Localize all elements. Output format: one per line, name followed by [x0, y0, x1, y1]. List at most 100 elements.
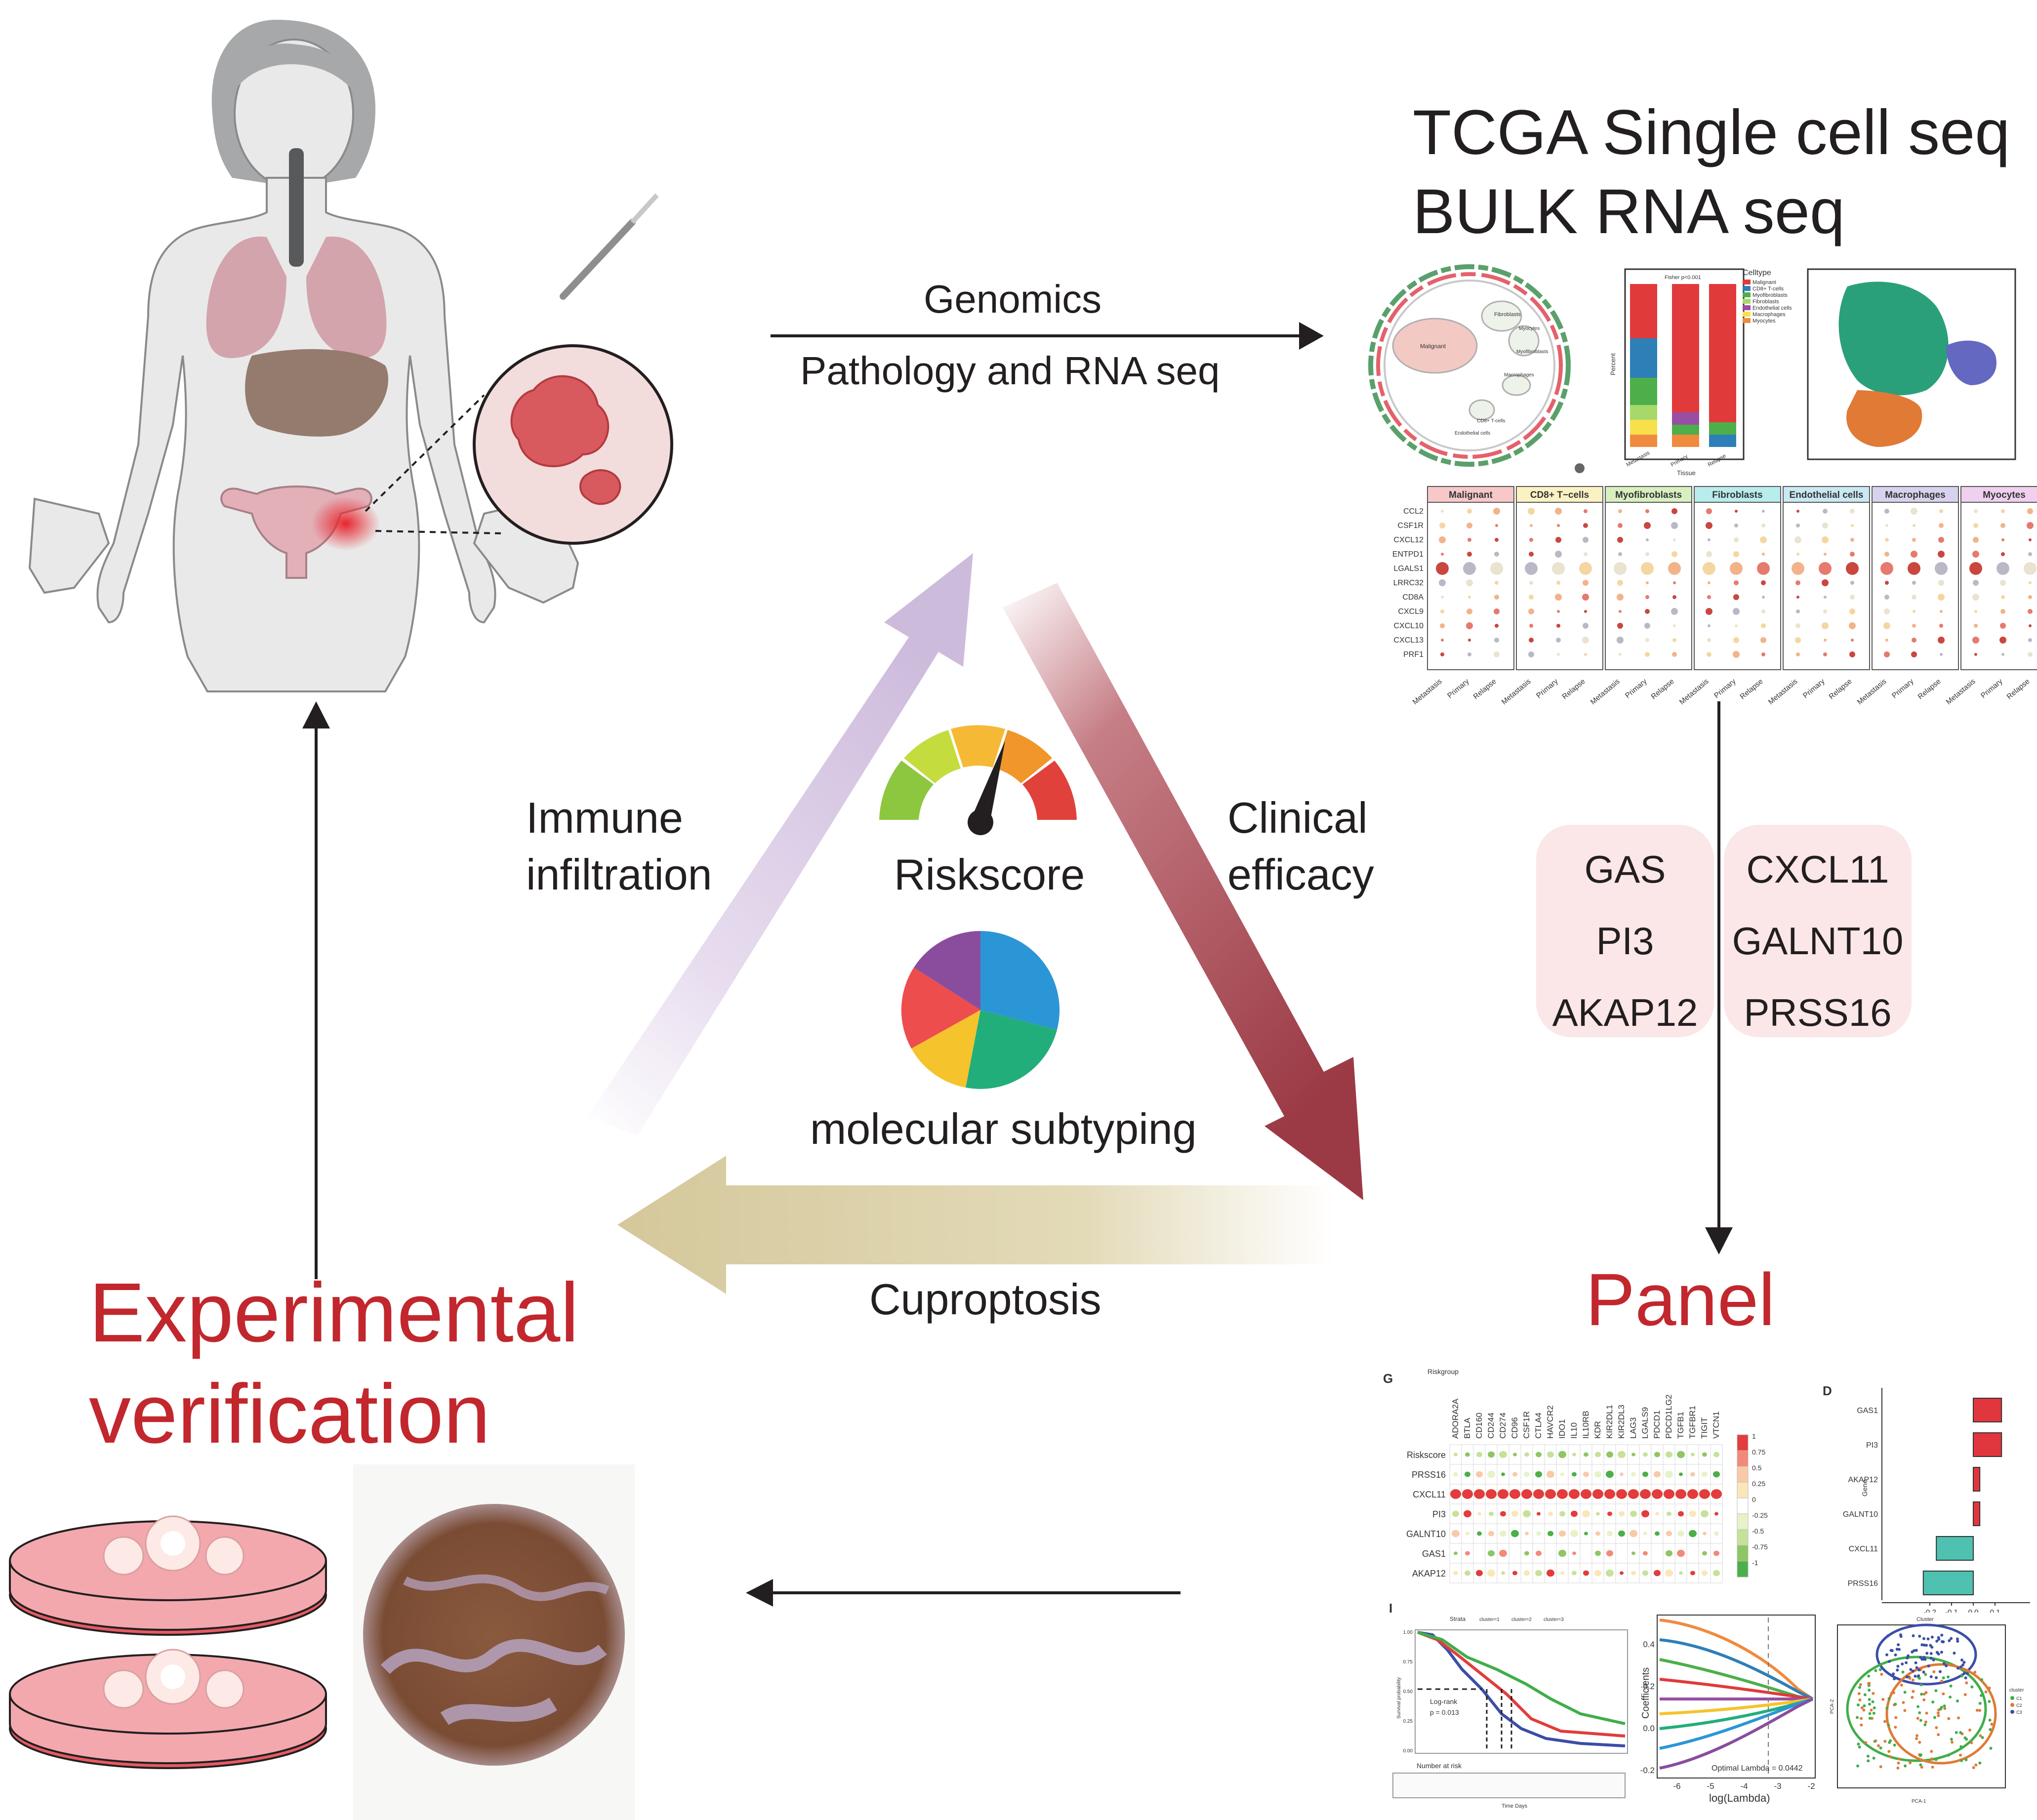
corr-scale-label: 0.5: [1752, 1464, 1762, 1472]
dotplot-dot: [1672, 652, 1677, 657]
dotplot-dot: [1495, 624, 1499, 628]
lasso-ytick: 0.0: [1643, 1724, 1655, 1733]
corr-dot: [1488, 1451, 1495, 1458]
coef-bar: [1922, 1571, 1974, 1595]
dotplot-dot: [1733, 651, 1740, 658]
dotplot-condition-label: Metastasis: [1856, 677, 1888, 706]
pca-point: [1892, 1691, 1895, 1695]
dotplot-dot: [1760, 637, 1766, 643]
km-ytick: 0.00: [1403, 1748, 1413, 1754]
dotplot-dot: [1974, 653, 1977, 656]
gene-label: PRSS16: [1744, 991, 1892, 1034]
corr-dot: [1677, 1451, 1685, 1458]
dotplot-dot: [1708, 624, 1711, 627]
dotplot-dot: [1495, 538, 1499, 542]
dotplot-dot: [1796, 510, 1799, 513]
dotplot-dot: [1644, 522, 1651, 529]
corr-dot: [1584, 1551, 1589, 1556]
pca-point: [1905, 1675, 1909, 1679]
corr-column-label: ADORA2A: [1451, 1398, 1460, 1439]
corr-dot: [1699, 1489, 1710, 1499]
coef-gene-label: PRSS16: [1848, 1579, 1878, 1588]
pca-point: [1914, 1674, 1917, 1678]
pca-point: [1956, 1640, 1959, 1643]
pca-title: Cluster: [1916, 1617, 1934, 1622]
corr-dot: [1691, 1453, 1695, 1456]
corr-dot: [1652, 1489, 1663, 1499]
dotplot-dot: [1552, 562, 1565, 575]
pca-point: [1868, 1698, 1871, 1701]
dotplot-dot: [1436, 562, 1449, 575]
corr-dot: [1702, 1570, 1708, 1576]
dotplot-dot: [1617, 580, 1623, 586]
coef-bar: [1973, 1467, 1981, 1492]
dotplot-dot: [1441, 596, 1444, 599]
immune-infiltration-arrow: [588, 553, 973, 1136]
dotplot-condition-label: Primary: [1446, 677, 1471, 700]
dotplot-dot: [1824, 553, 1827, 556]
dotplot-dot: [1490, 562, 1503, 575]
pca-point: [1911, 1678, 1915, 1682]
corr-dot: [1488, 1550, 1495, 1557]
pca-point: [1903, 1709, 1907, 1712]
pca-point: [1888, 1755, 1892, 1758]
dotplot-dot: [1885, 581, 1889, 585]
corr-dot: [1466, 1532, 1469, 1536]
corr-dot: [1665, 1569, 1673, 1577]
dotplot-condition-label: Primary: [1890, 677, 1915, 700]
dotplot-condition-label: Relapse: [1916, 677, 1942, 701]
dotplot-condition-label: Relapse: [1560, 677, 1587, 701]
corr-dot: [1678, 1511, 1684, 1517]
corr-dot: [1524, 1551, 1529, 1556]
dotplot-dot: [1883, 622, 1890, 629]
pca-point: [1972, 1766, 1975, 1769]
dotplot-dot: [1912, 581, 1916, 585]
pca-point: [1929, 1652, 1933, 1655]
corr-scale-swatch: [1737, 1466, 1749, 1483]
corr-dot: [1501, 1472, 1505, 1476]
pca-point: [1915, 1666, 1918, 1669]
dotplot-gene-label: ENTPD1: [1392, 550, 1424, 559]
dotplot-dot: [1671, 522, 1678, 529]
pca-point: [1912, 1669, 1915, 1673]
corr-dot: [1536, 1452, 1542, 1457]
dotplot-dot: [2024, 562, 2037, 575]
petri-dish-icon: [9, 1515, 327, 1636]
dotplot-group-label: Fibroblasts: [1712, 490, 1762, 500]
dotplot-dot: [1467, 538, 1471, 542]
corr-dot: [1655, 1512, 1659, 1516]
corr-dot: [1476, 1570, 1483, 1577]
petri-dish-icon: [9, 1649, 327, 1769]
corr-dot: [1687, 1489, 1698, 1499]
pca-point: [1916, 1717, 1919, 1720]
pca-point: [1918, 1711, 1921, 1714]
pca-point: [1879, 1746, 1882, 1750]
dotplot-gene-label: CXCL10: [1394, 622, 1424, 630]
dotplot-dot: [1557, 653, 1560, 656]
corr-row-label: Riskscore: [1407, 1450, 1446, 1460]
circos-label: Endothelial cells: [1455, 431, 1490, 436]
dotplot-dot: [1556, 624, 1560, 628]
dotplot-dot: [1757, 562, 1770, 575]
pca-point: [1918, 1634, 1921, 1638]
pca-point: [1964, 1758, 1968, 1761]
lasso-ytick: 0.4: [1643, 1640, 1655, 1649]
dotplot-dot: [1463, 562, 1476, 575]
corr-column-label: HAVCR2: [1546, 1405, 1555, 1439]
dotplot-dot: [1972, 594, 1979, 601]
pca-point: [1930, 1635, 1934, 1639]
corr-dot: [1487, 1569, 1495, 1577]
km-strata: cluster=1: [1479, 1617, 1500, 1622]
dotplot-condition-label: Relapse: [1827, 677, 1853, 701]
pca-point: [1908, 1677, 1912, 1680]
circos-label: Myofibroblasts: [1516, 349, 1548, 355]
corr-dot: [1465, 1471, 1470, 1477]
clinical-label-line2: efficacy: [1227, 850, 1374, 899]
pca-point: [1959, 1665, 1963, 1668]
pca-point: [1888, 1660, 1891, 1663]
dotplot-dot: [1529, 552, 1534, 557]
corr-dot: [1487, 1470, 1495, 1478]
legend-item: Macrophages: [1752, 312, 1786, 318]
corr-dot: [1691, 1551, 1695, 1555]
corr-dot: [1452, 1510, 1459, 1517]
